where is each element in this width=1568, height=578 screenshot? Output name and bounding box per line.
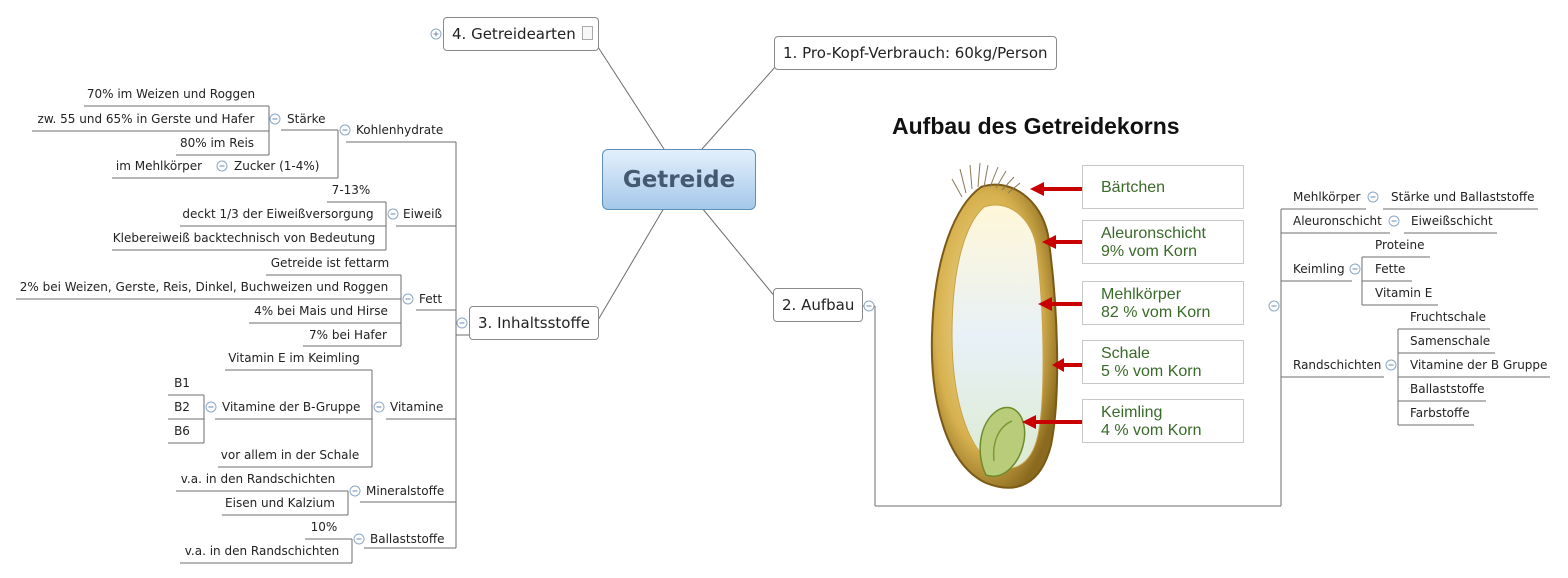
- topic-vitamine[interactable]: Vitamine: [390, 400, 444, 414]
- leaf-b6[interactable]: B6: [174, 424, 190, 438]
- grain-label-schale: Schale 5 % vom Korn: [1082, 340, 1244, 384]
- grain-label-line: 4 % vom Korn: [1101, 422, 1202, 439]
- collapse-icon[interactable]: [339, 124, 351, 136]
- leaf-ballast-2[interactable]: v.a. in den Randschichten: [184, 544, 340, 558]
- topic-eiweiss[interactable]: Eiweiß: [403, 207, 443, 221]
- collapse-icon[interactable]: [205, 401, 217, 413]
- collapse-icon[interactable]: [387, 208, 399, 220]
- topic-kohlenhydrate[interactable]: Kohlenhydrate: [356, 123, 444, 137]
- grain-label-line: Keimling: [1101, 404, 1163, 421]
- leaf-rand-1[interactable]: Fruchtschale: [1410, 310, 1487, 324]
- collapse-icon[interactable]: [1367, 191, 1379, 203]
- grain-label-baertchen: Bärtchen: [1082, 165, 1244, 209]
- topic-aleuronschicht[interactable]: Aleuronschicht: [1293, 214, 1382, 228]
- leaf-eiweiss-2[interactable]: deckt 1/3 der Eiweißversorgung: [182, 207, 374, 221]
- collapse-icon[interactable]: [373, 401, 385, 413]
- leaf-rand-2[interactable]: Samenschale: [1410, 334, 1491, 348]
- leaf-keimling-1[interactable]: Proteine: [1375, 238, 1425, 252]
- central-topic[interactable]: Getreide: [602, 149, 756, 210]
- leaf-b2[interactable]: B2: [174, 400, 190, 414]
- topic-getreidearten[interactable]: 4. Getreidearten: [443, 17, 599, 51]
- topic-inhaltsstoffe[interactable]: 3. Inhaltsstoffe: [469, 306, 600, 340]
- leaf-keimling-2[interactable]: Fette: [1375, 262, 1406, 276]
- leaf-vitamine-schale[interactable]: vor allem in der Schale: [220, 448, 360, 462]
- expand-icon[interactable]: [430, 28, 442, 40]
- collapse-icon[interactable]: [269, 113, 281, 125]
- leaf-mehlkoerper[interactable]: Stärke und Ballaststoffe: [1391, 190, 1535, 204]
- leaf-rand-4[interactable]: Ballaststoffe: [1410, 382, 1485, 396]
- topic-verbrauch[interactable]: 1. Pro-Kopf-Verbrauch: 60kg/Person: [774, 36, 1057, 70]
- collapse-icon[interactable]: [1388, 215, 1400, 227]
- grain-label-line: Schale: [1101, 345, 1150, 362]
- leaf-fett-4[interactable]: 7% bei Hafer: [309, 328, 387, 342]
- leaf-zucker-1[interactable]: im Mehlkörper: [115, 159, 203, 173]
- leaf-mineral-2[interactable]: Eisen und Kalzium: [225, 496, 335, 510]
- topic-fett[interactable]: Fett: [419, 292, 443, 306]
- leaf-rand-5[interactable]: Farbstoffe: [1410, 406, 1470, 420]
- leaf-rand-3[interactable]: Vitamine der B Gruppe: [1410, 358, 1548, 372]
- leaf-fett-2[interactable]: 2% bei Weizen, Gerste, Reis, Dinkel, Buc…: [19, 280, 389, 294]
- grain-label-aleuron: Aleuronschicht 9% vom Korn: [1082, 220, 1244, 264]
- leaf-b1[interactable]: B1: [174, 376, 190, 390]
- leaf-fett-3[interactable]: 4% bei Mais und Hirse: [254, 304, 388, 318]
- topic-randschichten[interactable]: Randschichten: [1293, 358, 1382, 372]
- leaf-aleuronschicht[interactable]: Eiweißschicht: [1411, 214, 1493, 228]
- leaf-staerke-1[interactable]: 70% im Weizen und Roggen: [86, 87, 256, 101]
- collapse-icon[interactable]: [456, 317, 468, 329]
- grain-illustration: [930, 162, 1082, 489]
- leaf-fett-1[interactable]: Getreide ist fettarm: [270, 256, 390, 270]
- leaf-ballast-1[interactable]: 10%: [310, 520, 338, 534]
- grain-label-keimling: Keimling 4 % vom Korn: [1082, 399, 1244, 443]
- topic-ballaststoffe[interactable]: Ballaststoffe: [370, 532, 445, 546]
- topic-keimling[interactable]: Keimling: [1293, 262, 1345, 276]
- leaf-mineral-1[interactable]: v.a. in den Randschichten: [180, 472, 336, 486]
- leaf-eiweiss-1[interactable]: 7-13%: [331, 183, 371, 197]
- collapse-icon[interactable]: [1349, 263, 1361, 275]
- topic-staerke[interactable]: Stärke: [287, 112, 326, 126]
- collapse-icon[interactable]: [216, 160, 228, 172]
- topic-zucker[interactable]: Zucker (1-4%): [234, 159, 320, 173]
- collapse-icon[interactable]: [402, 293, 414, 305]
- grain-label-line: Mehlkörper: [1101, 286, 1182, 303]
- leaf-vitamin-e[interactable]: Vitamin E im Keimling: [228, 351, 360, 365]
- grain-label-line: Bärtchen: [1101, 179, 1166, 196]
- leaf-eiweiss-3[interactable]: Klebereiweiß backtechnisch von Bedeutung: [112, 231, 376, 245]
- leaf-keimling-3[interactable]: Vitamin E: [1375, 286, 1433, 300]
- grain-label-line: 9% vom Korn: [1101, 243, 1198, 260]
- topic-mehlkoerper[interactable]: Mehlkörper: [1293, 190, 1361, 204]
- collapse-icon[interactable]: [349, 485, 361, 497]
- grain-diagram: Aufbau des Getreidekorns Bärtchen Aleuro…: [886, 105, 1264, 505]
- grain-label-mehlkoerper: Mehlkörper 82 % vom Korn: [1082, 281, 1244, 325]
- topic-mineralstoffe[interactable]: Mineralstoffe: [366, 484, 445, 498]
- topic-vitamine-b[interactable]: Vitamine der B-Gruppe: [222, 400, 361, 414]
- topic-aufbau[interactable]: 2. Aufbau: [773, 288, 864, 322]
- collapse-icon[interactable]: [353, 533, 365, 545]
- collapse-icon[interactable]: [1268, 300, 1280, 312]
- collapse-icon[interactable]: [1385, 359, 1397, 371]
- grain-label-line: Aleuronschicht: [1101, 225, 1206, 242]
- collapse-icon[interactable]: [863, 300, 875, 312]
- grain-label-line: 5 % vom Korn: [1101, 363, 1202, 380]
- leaf-staerke-2[interactable]: zw. 55 und 65% in Gerste und Hafer: [37, 112, 255, 126]
- leaf-staerke-3[interactable]: 80% im Reis: [179, 136, 255, 150]
- grain-label-line: 82 % vom Korn: [1101, 304, 1211, 321]
- note-icon[interactable]: [582, 26, 593, 40]
- grain-title: Aufbau des Getreidekorns: [892, 113, 1180, 139]
